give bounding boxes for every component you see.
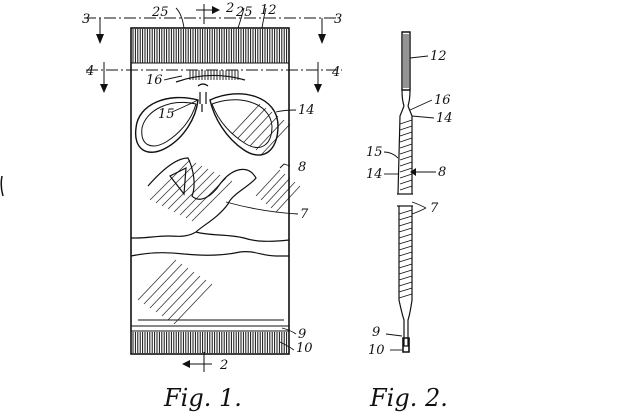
label-ref-14: 14 <box>298 103 315 118</box>
section-line-3: 3 3 <box>82 12 342 44</box>
fig2-label-ref-7: 7 <box>430 201 439 216</box>
section-arrow-icon <box>182 360 190 368</box>
label-ref-16: 16 <box>146 73 163 88</box>
label-section-3-left: 3 <box>82 12 90 27</box>
mask-outline <box>130 70 301 325</box>
label-ref-12: 12 <box>260 3 277 18</box>
label-ref-15: 15 <box>158 107 175 122</box>
fig2-label-ref-12: 12 <box>430 49 447 64</box>
label-ref-25-a: 25 <box>151 5 169 20</box>
fig2-label-ref-14-left: 14 <box>366 167 383 182</box>
figure-2: 12 16 14 15 14 8 7 9 10 Fig. 2. <box>366 31 453 412</box>
fig2-leaders <box>383 55 436 351</box>
label-ref-7: 7 <box>300 207 309 222</box>
package-outline <box>130 27 290 355</box>
section-arrow-icon <box>318 34 326 44</box>
section-arrow-icon <box>100 84 108 93</box>
label-ref-25-b: 25 <box>235 5 253 20</box>
label-section-3-right: 3 <box>334 12 342 27</box>
label-section-2-top: 2 <box>225 1 234 16</box>
top-seal-hatching <box>131 29 289 64</box>
section-arrow-icon <box>96 34 104 44</box>
label-section-4-right: 4 <box>331 65 340 80</box>
fig2-label-ref-16: 16 <box>434 93 451 108</box>
section-line-4: 4 4 <box>85 62 342 93</box>
label-ref-8: 8 <box>298 160 306 175</box>
figure-1: 3 3 2 2 4 4 <box>82 1 342 412</box>
section-line-2: 2 2 <box>182 1 234 373</box>
fig1-caption: Fig. 1. <box>163 384 242 412</box>
section-arrow-icon <box>212 6 220 14</box>
label-section-4-left: 4 <box>85 64 94 79</box>
label-section-2-bottom: 2 <box>219 358 228 373</box>
section-arrow-icon <box>314 84 322 93</box>
fig1-leaders <box>163 7 299 351</box>
bottom-seal-hatching <box>131 325 289 353</box>
left-edge-mark <box>0 175 4 197</box>
section-arrow-icon <box>410 168 416 176</box>
fig2-label-ref-15: 15 <box>366 145 383 160</box>
fig2-label-ref-14-right: 14 <box>436 111 453 126</box>
label-ref-10: 10 <box>296 341 313 356</box>
fig2-caption: Fig. 2. <box>369 384 448 412</box>
fig2-label-ref-8: 8 <box>438 165 446 180</box>
label-ref-9: 9 <box>298 327 306 342</box>
fig2-label-ref-10: 10 <box>368 343 385 358</box>
fig2-label-ref-9: 9 <box>372 325 380 340</box>
